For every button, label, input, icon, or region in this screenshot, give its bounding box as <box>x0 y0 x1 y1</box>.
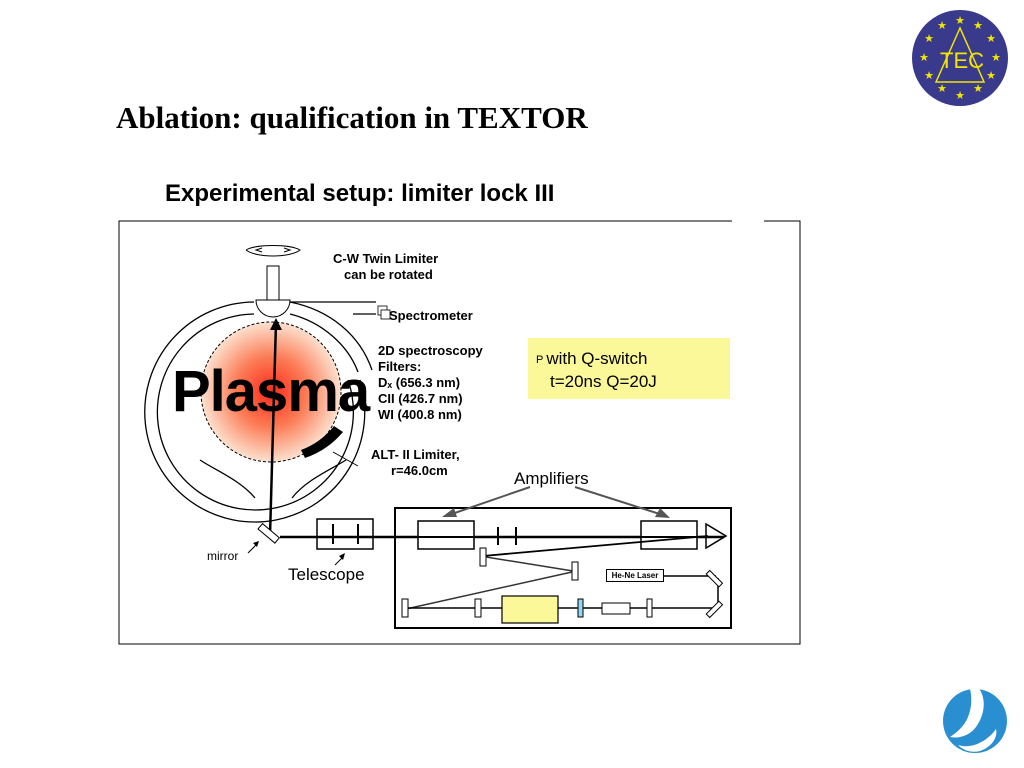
plasma-label: Plasma <box>172 359 370 424</box>
slide-subtitle: Experimental setup: limiter lock III <box>165 180 555 207</box>
svg-text:★: ★ <box>924 32 934 45</box>
diagram-frame <box>118 220 801 645</box>
spectroscopy-line-2: Filters: <box>378 359 422 374</box>
svg-text:★: ★ <box>924 69 934 82</box>
laser-crystal <box>501 595 559 624</box>
tec-logo: ★★★ ★★★ ★★★ ★★★ TEC <box>912 10 1008 106</box>
svg-text:★: ★ <box>955 89 965 102</box>
spectroscopy-line-4: CII (426.7 nm) <box>378 391 463 406</box>
mirror-label: mirror <box>207 549 239 563</box>
mirror <box>257 522 281 544</box>
svg-text:★: ★ <box>991 51 1001 64</box>
hene-laser-label: He-Ne Laser <box>606 569 664 582</box>
spectroscopy-line-3: Dₓ (656.3 nm) <box>378 375 461 390</box>
plasma-cloud <box>200 321 342 463</box>
alt-limiter-label-2: r=46.0cm <box>391 463 448 478</box>
laser-spec-line-2: t=20ns Q=20J <box>550 372 657 391</box>
laser-spec-line-1: with Q-switch <box>546 349 648 368</box>
limiter-lock-tube <box>266 265 280 301</box>
svg-text:★: ★ <box>973 82 983 95</box>
laser-box <box>394 507 732 629</box>
tec-logo-text: TEC <box>940 48 984 73</box>
vessel-wall <box>144 301 366 523</box>
slide-title: Ablation: qualification in TEXTOR <box>116 100 588 135</box>
svg-text:★: ★ <box>919 51 929 64</box>
svg-text:★: ★ <box>937 82 947 95</box>
limiter-label-1: C-W Twin Limiter <box>333 251 439 266</box>
laser-marker: P <box>536 354 544 366</box>
spectroscopy-line-5: WI (400.8 nm) <box>378 407 462 422</box>
institute-logo <box>943 687 1007 753</box>
beam-to-plasma <box>268 321 278 537</box>
svg-text:★: ★ <box>937 19 947 32</box>
svg-text:★: ★ <box>986 69 996 82</box>
telescope-label: Telescope <box>288 565 365 584</box>
telescope <box>316 518 374 550</box>
svg-text:★: ★ <box>955 14 965 27</box>
limiter-label-2: can be rotated <box>344 267 433 282</box>
laser-spec-box <box>528 338 730 399</box>
spectrometer-label: Spectrometer <box>389 308 473 323</box>
svg-text:★: ★ <box>986 32 996 45</box>
alt-limiter-label-1: ALT- II Limiter, <box>371 447 460 462</box>
amplifiers-label: Amplifiers <box>514 469 589 488</box>
alt-limiter <box>301 426 343 458</box>
svg-text:★: ★ <box>973 19 983 32</box>
spectroscopy-line-1: 2D spectroscopy <box>378 343 483 358</box>
